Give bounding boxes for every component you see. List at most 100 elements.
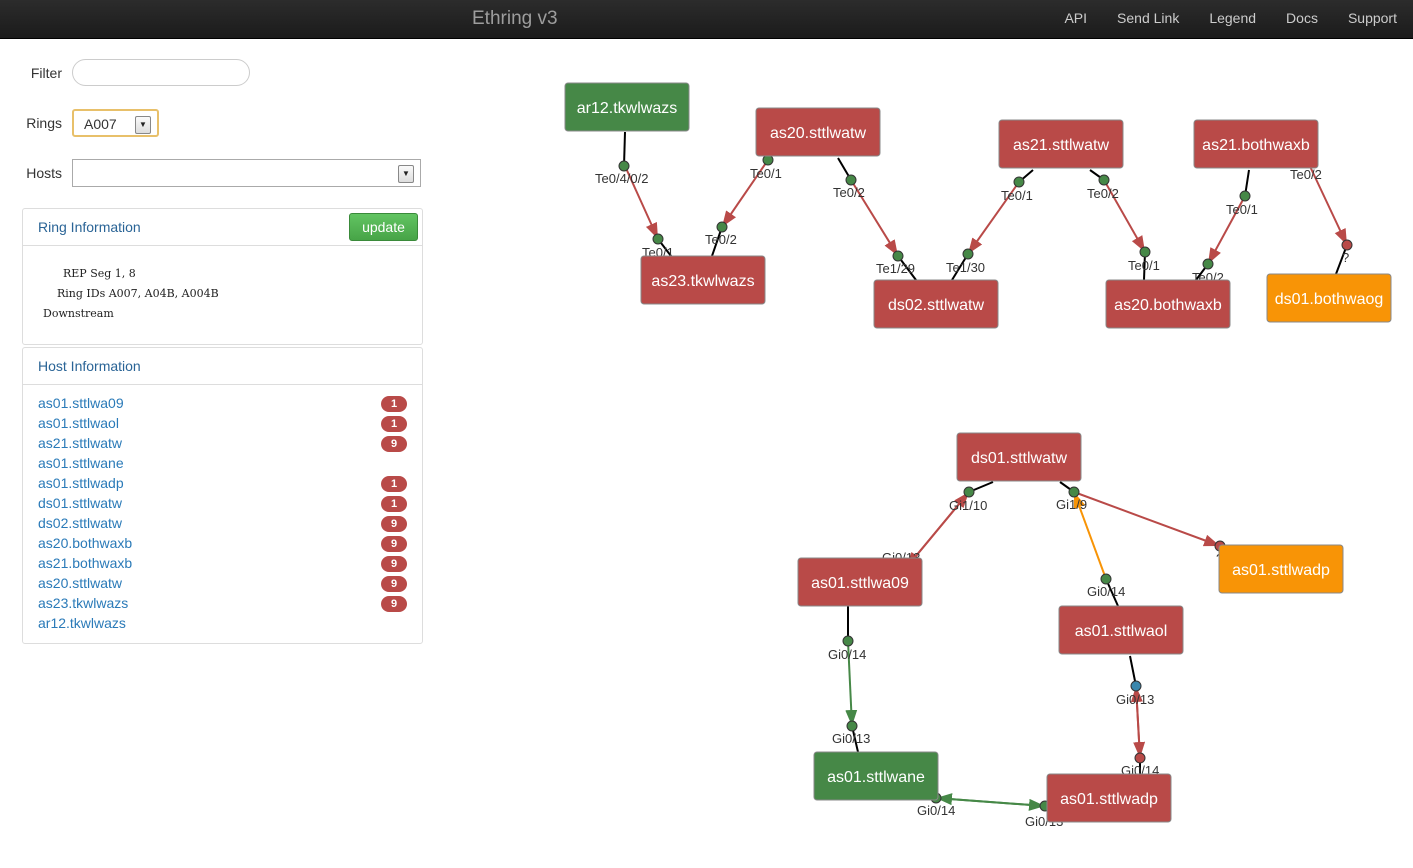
host-node-box[interactable] [1218,544,1344,594]
host-node[interactable]: as20.bothwaxb [1105,279,1231,329]
port-dot[interactable] [962,248,974,260]
link-arrow [624,165,659,240]
host-node[interactable]: as01.sttlwane [813,751,939,801]
host-node[interactable]: as21.bothwaxb [1193,119,1319,169]
host-link[interactable]: as01.sttlwa09 [38,395,124,411]
port-dot[interactable] [1068,486,1080,498]
host-node[interactable]: ds02.sttlwatw [873,279,999,329]
link-arrow [967,181,1020,255]
rings-select[interactable]: A007 ▼ [72,109,159,137]
host-link[interactable]: as01.sttlwaol [38,415,119,431]
host-node-label: as20.sttlwatw [770,125,866,142]
port-dot[interactable] [1013,176,1025,188]
port-dot[interactable] [716,221,728,233]
port-dot[interactable] [1100,573,1112,585]
port-dot[interactable] [1341,239,1353,251]
host-link[interactable]: as21.bothwaxb [38,555,133,571]
host-node[interactable]: as20.sttlwatw [755,107,881,157]
host-node[interactable]: as23.tkwlwazs [640,255,766,305]
host-node-label: as01.sttlwa09 [811,575,909,592]
port-dot[interactable] [1239,190,1251,202]
nav-link-api[interactable]: API [1064,10,1088,26]
host-node-box[interactable] [998,119,1124,169]
brand-title[interactable]: Ethring v3 [472,8,558,29]
host-list-item[interactable]: as01.sttlwa09 1 [38,395,407,415]
host-link[interactable]: as21.sttlwatw [38,435,123,451]
host-node-box[interactable] [873,279,999,329]
host-node-box[interactable] [564,82,690,132]
host-node-label: ds01.sttlwatw [971,450,1067,467]
host-link[interactable]: ds01.sttlwatw [38,495,123,511]
rings-label: Rings [26,115,62,131]
port-dot[interactable] [652,233,664,245]
link-arrow [1306,159,1348,246]
host-node-label: as01.sttlwadp [1060,791,1158,808]
host-information-title: Host Information [38,358,141,374]
host-node-box[interactable] [1266,273,1392,323]
host-link[interactable]: as20.bothwaxb [38,535,133,551]
port-label: Te0/1 [1226,202,1258,217]
port-dot[interactable] [845,174,857,186]
update-button[interactable]: update [349,213,418,241]
host-node-box[interactable] [956,432,1082,482]
filter-input[interactable] [72,59,250,86]
host-error-badge: 9 [381,536,407,552]
host-list-item[interactable]: as01.sttlwane [38,455,407,475]
host-node[interactable]: as21.sttlwatw [998,119,1124,169]
host-list-item[interactable]: ds02.sttlwatw 9 [38,515,407,535]
host-link[interactable]: as01.sttlwane [38,455,124,471]
port-dot[interactable] [1134,752,1146,764]
port-dot[interactable] [963,486,975,498]
port-dot[interactable] [892,250,904,262]
nav-link-support[interactable]: Support [1347,10,1397,26]
host-node-box[interactable] [1193,119,1319,169]
host-node[interactable]: as01.sttlwadp [1218,544,1344,594]
port-dot[interactable] [842,635,854,647]
host-link[interactable]: as20.sttlwatw [38,575,123,591]
host-node[interactable]: ar12.tkwlwazs [564,82,690,132]
host-node[interactable]: ds01.sttlwatw [956,432,1082,482]
port-label: Gi0/13 [1116,692,1154,707]
host-node-box[interactable] [797,557,923,607]
port-dot[interactable] [1139,246,1151,258]
nav-link-docs[interactable]: Docs [1286,10,1318,26]
port-label: Te1/29 [876,261,915,276]
host-link[interactable]: ar12.tkwlwazs [38,615,126,631]
host-node-box[interactable] [1046,773,1172,823]
nav-link-send-link[interactable]: Send Link [1117,10,1180,26]
port-dot[interactable] [1098,174,1110,186]
host-node-box[interactable] [1058,605,1184,655]
host-node[interactable]: as01.sttlwaol [1058,605,1184,655]
host-link[interactable]: as23.tkwlwazs [38,595,129,611]
host-error-badge: 9 [381,516,407,532]
host-node-box[interactable] [1105,279,1231,329]
port-label: Te0/1 [750,166,782,181]
filter-label: Filter [30,64,62,81]
port-dot[interactable] [618,160,630,172]
host-node[interactable]: as01.sttlwa09 [797,557,923,607]
host-node-box[interactable] [755,107,881,157]
hosts-select[interactable]: ▼ [72,159,421,187]
port-dot[interactable] [1202,258,1214,270]
host-list-item[interactable]: as20.bothwaxb 9 [38,535,407,555]
nav-link-legend[interactable]: Legend [1209,10,1257,26]
host-node[interactable]: ds01.bothwaog [1266,273,1392,323]
chevron-down-icon: ▼ [135,116,151,134]
host-error-badge: 1 [381,396,407,412]
port-dot[interactable] [846,720,858,732]
host-link[interactable]: ds02.sttlwatw [38,515,123,531]
host-link[interactable]: as01.sttlwadp [38,475,124,491]
host-node[interactable]: as01.sttlwadp [1046,773,1172,823]
host-node-box[interactable] [640,255,766,305]
port-dot[interactable] [1130,680,1142,692]
host-node-box[interactable] [813,751,939,801]
host-list-item[interactable]: ar12.tkwlwazs [38,615,407,635]
